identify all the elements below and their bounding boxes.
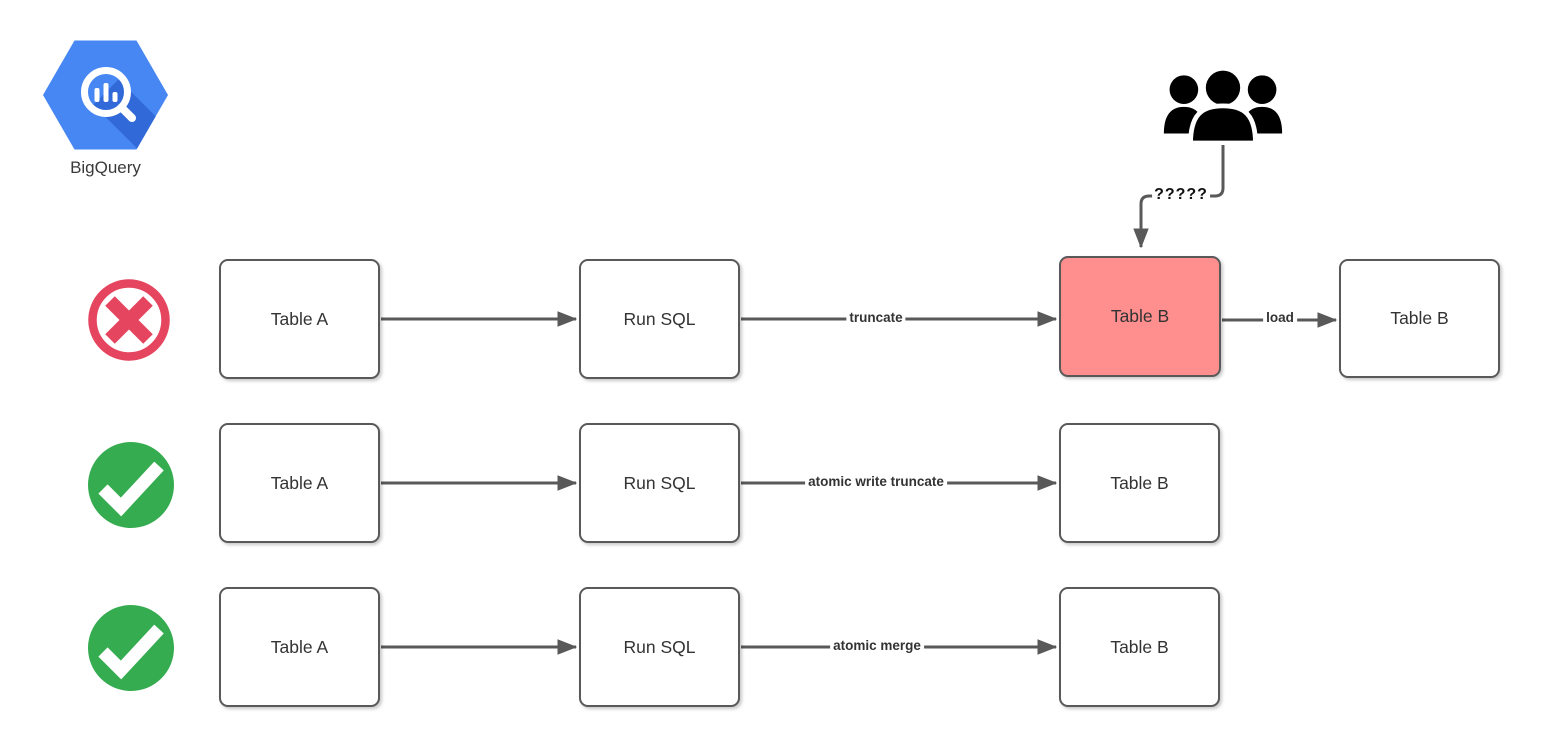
node-label: Table A [270, 636, 329, 657]
node-table-b: Table B [1059, 423, 1220, 543]
edge-label-atomic-merge: atomic merge [830, 637, 924, 655]
node-table-a: Table A [219, 587, 380, 707]
node-label: Table B [1110, 306, 1170, 326]
node-label: Table A [270, 472, 329, 493]
edge-label-truncate: truncate [846, 309, 906, 327]
node-run-sql: Run SQL [579, 423, 740, 543]
node-table-b: Table B [1059, 587, 1220, 707]
node-label: Run SQL [623, 472, 696, 493]
node-label: Run SQL [623, 636, 696, 657]
node-table-a: Table A [219, 423, 380, 543]
node-label: Table A [270, 308, 329, 329]
node-label: Table B [1390, 308, 1449, 328]
edge-label-atomic-write-truncate: atomic write truncate [805, 473, 947, 491]
node-label: Table B [1110, 636, 1169, 657]
node-table-b-highlighted: Table B [1059, 256, 1221, 377]
node-run-sql: Run SQL [579, 259, 740, 379]
bigquery-label: BigQuery [70, 158, 141, 177]
check-circle-icon [88, 442, 174, 528]
users-edge-label: ????? [1152, 186, 1210, 204]
node-table-a: Table A [219, 259, 380, 379]
check-circle-icon [88, 605, 174, 691]
cross-circle-icon [88, 279, 170, 361]
node-label: Table B [1110, 472, 1169, 493]
bigquery-logo-icon [43, 40, 168, 150]
node-table-b: Table B [1339, 259, 1500, 378]
node-label: Run SQL [623, 308, 696, 329]
edge-label-load: load [1263, 309, 1297, 327]
node-run-sql: Run SQL [579, 587, 740, 707]
group-people-icon [1163, 70, 1283, 145]
